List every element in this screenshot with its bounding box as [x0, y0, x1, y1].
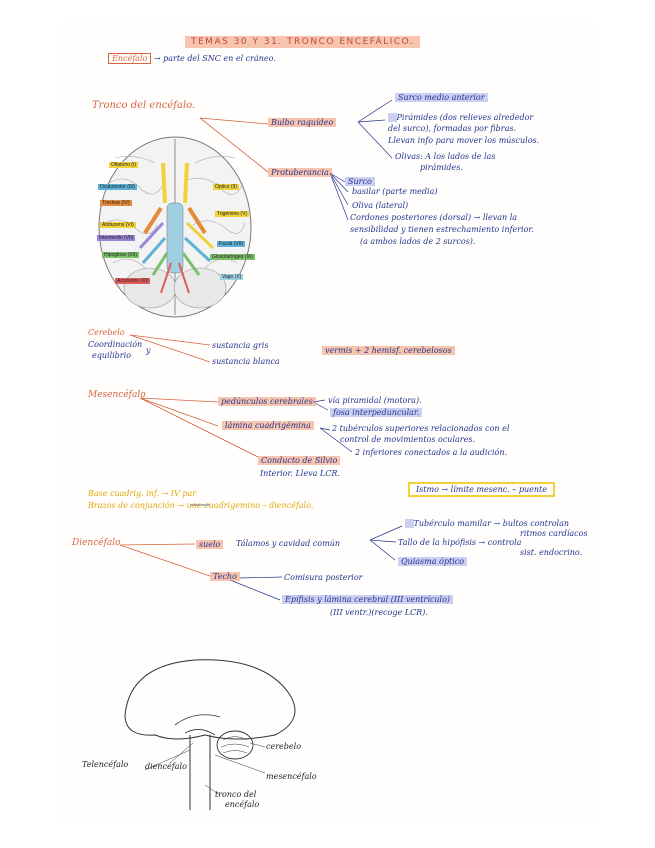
ped-item-1: vía piramidal (motora). — [328, 396, 422, 405]
sag-label-cerebelo: cerebelo — [266, 742, 301, 751]
protub-item-2: basilar (parte media) — [352, 187, 437, 196]
suelo-item-4: sist. endocrino. — [520, 548, 582, 557]
protub-item-5: sensibilidad y tienen estrechamiento inf… — [350, 225, 534, 234]
protub-item-1: Surco — [345, 177, 375, 186]
nerve-label-glosofaringeo: Glosofaríngeo (IX) — [210, 254, 255, 260]
cerebelo-and: y — [146, 346, 151, 355]
bulbo-item-6: pirámides. — [420, 163, 463, 172]
tronco-label: Tronco del encéfalo. — [92, 100, 195, 112]
mesencefalo-label: Mesencéfalo — [88, 390, 146, 400]
suelo-item-2: ritmos cardíacos — [520, 529, 588, 538]
suelo-text: Tálamos y cavidad común — [236, 539, 340, 548]
lamina-label: lámina cuadrigémina — [222, 421, 314, 430]
protuberancia-label: Protuberancia — [268, 168, 332, 177]
sag-label-tronco: tronco del — [215, 790, 256, 799]
conducto-label: Conducto de Silvio — [258, 456, 340, 465]
techo-item-3: (III ventr.)(recoge LCR). — [330, 608, 428, 617]
techo-label: Techo — [210, 572, 240, 581]
conducto-sub: Interior. Lleva LCR. — [260, 469, 340, 478]
sag-label-tronco-2: encéfalo — [225, 800, 259, 809]
vermis-hemisferios: vermis + 2 hemisf. cerebelosos — [322, 346, 455, 355]
bulbo-item-5: Olivas: A los lados de las — [395, 152, 495, 161]
techo-item-2: Epífisis y lámina cerebral (III ventrícu… — [282, 595, 453, 604]
sag-label-diencefalo: diencéfalo — [145, 762, 187, 771]
lamina-item-3: 2 inferiores conectados a la audición. — [355, 448, 507, 457]
nerve-label-hipogloso: Hipogloso (XII) — [102, 252, 139, 258]
encefalo-text: → parte del SNC en el cráneo. — [154, 54, 276, 63]
nerve-label-optico: Óptico (II) — [213, 184, 239, 190]
protub-item-6: (a ambos lados de 2 surcos). — [360, 237, 475, 246]
nerve-label-vago: Vago (X) — [220, 274, 243, 280]
sag-label-mesencefalo: mesencéfalo — [266, 772, 317, 781]
nerve-label-olfatorio: Olfatorio (I) — [109, 162, 138, 168]
cerebelo-sub2: equilibrio — [92, 351, 131, 360]
pedunculos-label: pedúnculos cerebrales — [218, 397, 316, 406]
suelo-item-1: Tubérculo mamilar → bultos controlan — [405, 519, 569, 528]
encefalo-label: Encéfalo — [108, 53, 151, 64]
bulbo-item-4: Llevan info para mover los músculos. — [388, 136, 539, 145]
lamina-item-2: control de movimientos oculares. — [340, 435, 475, 444]
sustancia-blanca: sustancia blanca — [212, 357, 280, 366]
encefalo-section: Encéfalo → parte del SNC en el cráneo. — [108, 54, 276, 63]
lamina-item-1: 2 tubérculos superiores relacionados con… — [332, 424, 509, 433]
page-title: TEMAS 30 Y 31. TRONCO ENCEFÁLICO. — [185, 36, 420, 48]
bulbo-item-3: del surco), formadas por fibras. — [388, 124, 516, 133]
protub-item-3: Oliva (lateral) — [352, 201, 408, 210]
bulbo-item-1: Surco medio anterior — [395, 93, 488, 102]
nerve-label-abducens: Abducens (VI) — [100, 222, 136, 228]
nerve-label-accesorio: Accesorio (XI) — [115, 278, 150, 284]
brazos-conjuncion: Brazos de conjunción → une cuadrigemino … — [88, 501, 313, 510]
suelo-item-5: Quiasma óptico — [398, 557, 467, 566]
nerve-label-trigemino: Trigémino (V) — [215, 211, 249, 217]
cerebelo-sub1: Coordinación — [88, 340, 142, 349]
protub-item-4: Cordones posteriores (dorsal) → llevan l… — [350, 213, 517, 222]
suelo-item-3: Tallo de la hipófisis → controla — [398, 538, 521, 547]
sustancia-gris: sustancia gris — [212, 341, 268, 350]
techo-item-1: Comisura posterior — [284, 573, 363, 582]
diencefalo-label: Diencéfalo — [72, 538, 121, 548]
nerve-label-facial: Facial (VII) — [217, 241, 245, 247]
nerve-label-oculomotor: Oculomotor (III) — [98, 184, 137, 190]
nerve-label-intermedio: Intermedio (VII) — [97, 235, 135, 241]
sag-label-telencefalo: Telencéfalo — [82, 760, 128, 769]
bulbo-item-2: Pirámides (dos relieves alrededor — [388, 113, 533, 122]
base-cuadrig: Base cuadrig. inf. → IV par — [88, 489, 196, 498]
ped-item-2: fosa interpeduncular. — [330, 408, 422, 417]
suelo-label: suelo — [196, 540, 223, 549]
istmo-box: Istmo → límite mesenc. – puente — [408, 482, 555, 497]
cerebelo-label: Cerebelo — [88, 328, 125, 337]
nerve-label-troclear: Troclear (IV) — [100, 200, 132, 206]
bulbo-label: Bulbo raquídeo — [268, 118, 336, 127]
